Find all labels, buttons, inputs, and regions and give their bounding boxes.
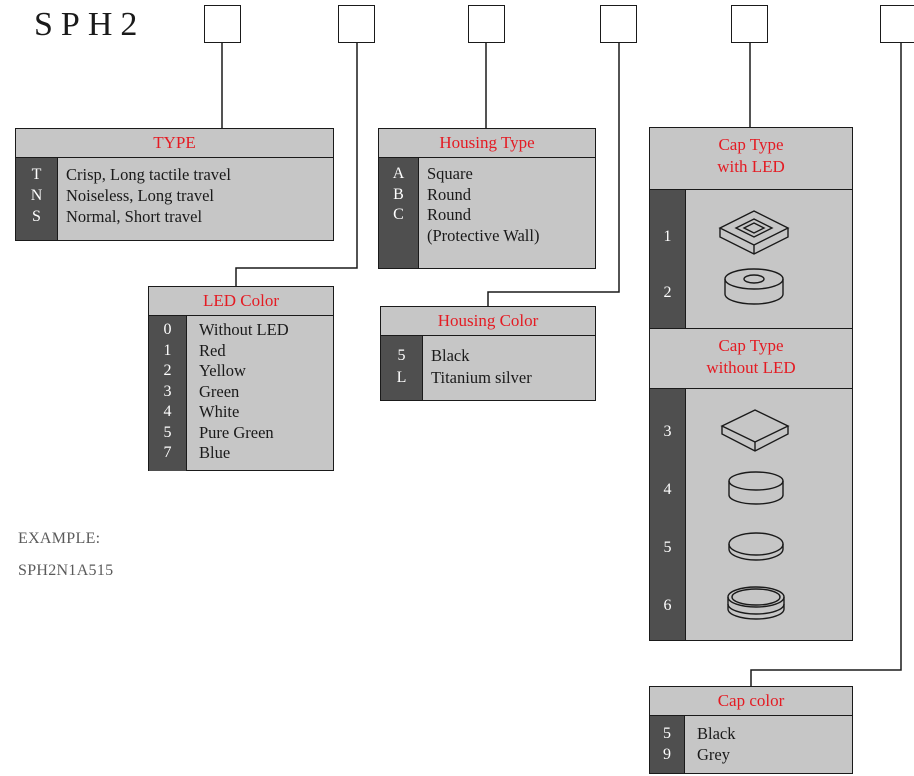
connector-cap-color: [750, 43, 902, 686]
led-code: 0: [163, 321, 172, 338]
square-cap-icon: [720, 409, 790, 452]
led-color-codes: 0 1 2 3 4 5 7: [149, 316, 187, 471]
round-stepped-cap-icon: [727, 586, 785, 620]
cap-type-with-led-title: Cap Type with LED: [650, 128, 852, 189]
type-title: TYPE: [16, 129, 333, 158]
cap-color-title: Cap color: [650, 687, 852, 716]
housing-type-code: B: [393, 185, 404, 203]
example-value: SPH2N1A515: [18, 562, 114, 579]
part-number-prefix: SPH2: [34, 6, 146, 43]
code-slot-type: [204, 5, 241, 43]
cap-color-table: Cap color 5 9 Black Grey: [649, 686, 853, 774]
cap-color-descriptions: Black Grey: [685, 716, 736, 773]
housing-type-title: Housing Type: [379, 129, 595, 158]
housing-color-title: Housing Color: [381, 307, 595, 336]
square-cap-with-window-icon: [718, 210, 790, 255]
cap-code: 4: [663, 481, 672, 498]
cap-color-code: 9: [663, 746, 671, 763]
connector-housing-color: [487, 43, 620, 306]
type-desc: Noiseless, Long travel: [66, 186, 215, 205]
led-color-title: LED Color: [149, 287, 333, 316]
cap-code: 6: [663, 597, 672, 614]
led-code: 7: [163, 444, 172, 461]
cap-type-with-led-title-line: Cap Type: [718, 135, 784, 154]
housing-color-desc: Titanium silver: [431, 368, 532, 387]
type-desc: Crisp, Long tactile travel: [66, 165, 231, 184]
led-desc: Without LED: [199, 320, 289, 339]
cap-type-table: Cap Type with LED 1 2 Cap Type withou: [649, 127, 853, 641]
cap-color-desc: Black: [697, 724, 736, 743]
round-flat-cap-icon: [728, 532, 784, 561]
example-label: EXAMPLE:: [18, 530, 101, 547]
type-descriptions: Crisp, Long tactile travel Noiseless, Lo…: [58, 158, 231, 240]
led-color-table: LED Color 0 1 2 3 4 5 7 Without LED Red …: [148, 286, 334, 471]
code-slot-cap-color: [880, 5, 914, 43]
led-desc: Blue: [199, 443, 231, 462]
cap-code: 1: [663, 228, 672, 245]
cap-code: 2: [663, 284, 672, 301]
cap-type-with-led-title-line: with LED: [717, 157, 785, 176]
type-desc: Normal, Short travel: [66, 207, 203, 226]
housing-type-code: C: [393, 206, 404, 223]
led-code: 2: [163, 362, 172, 379]
housing-color-code: L: [396, 369, 407, 386]
cap-type-with-led-section: 1 2: [650, 189, 852, 329]
code-slot-led-color: [338, 5, 375, 43]
code-slot-housing-type: [468, 5, 505, 43]
cap-type-with-led-codes: [650, 190, 686, 329]
housing-color-code: 5: [397, 347, 406, 364]
housing-color-descriptions: Black Titanium silver: [423, 336, 532, 400]
cap-type-without-led-codes: [650, 389, 686, 640]
housing-type-desc: Square: [427, 164, 473, 183]
led-desc: Green: [199, 381, 240, 401]
housing-type-code: A: [392, 165, 405, 182]
led-code: 5: [163, 423, 172, 441]
led-desc: Red: [199, 340, 226, 360]
type-code: N: [30, 187, 43, 204]
code-slot-housing-color: [600, 5, 637, 43]
housing-type-codes: A B C: [379, 158, 419, 268]
led-desc: White: [199, 402, 240, 421]
housing-type-table: Housing Type A B C Square Round Round (P…: [378, 128, 596, 269]
cap-type-without-led-title: Cap Type without LED: [650, 328, 852, 388]
led-color-descriptions: Without LED Red Yellow Green White Pure …: [187, 316, 289, 471]
cap-code: 5: [663, 539, 672, 556]
cap-color-code: 5: [663, 725, 671, 742]
round-cap-icon: [728, 471, 784, 505]
code-slot-cap-type: [731, 5, 768, 43]
type-table: TYPE T N S Crisp, Long tactile travel No…: [15, 128, 334, 241]
cap-type-without-led-title-line: without LED: [706, 358, 796, 377]
housing-color-codes: 5 L: [381, 336, 423, 400]
housing-type-descriptions: Square Round Round (Protective Wall): [419, 158, 539, 268]
cap-color-desc: Grey: [697, 745, 730, 764]
housing-type-desc: Round: [427, 184, 472, 204]
cap-code: 3: [663, 423, 672, 440]
type-codes: T N S: [16, 158, 58, 240]
housing-type-desc: (Protective Wall): [427, 225, 540, 245]
cap-type-without-led-section: 3 4 5 6: [650, 388, 852, 640]
led-desc: Yellow: [199, 361, 246, 380]
housing-type-desc: Round: [427, 205, 472, 224]
cap-type-without-led-title-line: Cap Type: [718, 336, 784, 355]
round-cap-with-ring-icon: [724, 268, 784, 305]
type-code: T: [31, 166, 42, 183]
housing-color-desc: Black: [431, 346, 470, 365]
connector-led-color: [235, 43, 358, 286]
type-code: S: [32, 208, 41, 225]
led-code: 3: [163, 382, 172, 400]
housing-color-table: Housing Color 5 L Black Titanium silver: [380, 306, 596, 401]
led-code: 4: [163, 403, 172, 420]
led-desc: Pure Green: [199, 422, 274, 442]
cap-color-codes: 5 9: [650, 716, 685, 773]
led-code: 1: [163, 341, 172, 359]
